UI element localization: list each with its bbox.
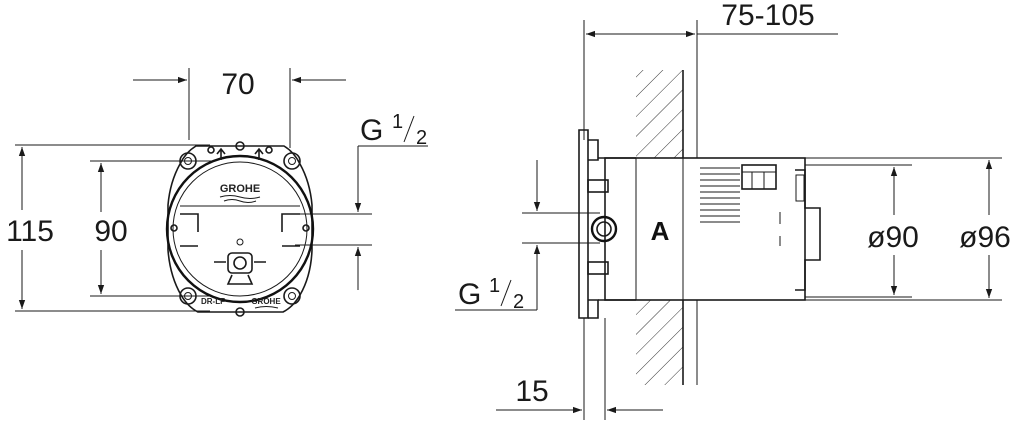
front-view: 70 115 90 G 1 2 <box>6 68 428 317</box>
flange-label: 15 <box>515 375 548 408</box>
wall-section <box>636 70 698 385</box>
height-inner-label: 90 <box>94 215 127 248</box>
thread-side-g: G <box>458 278 481 311</box>
dimension-height-outer: 115 <box>6 144 210 312</box>
ribbed-section <box>700 164 777 223</box>
brand-logo-text: GROHE <box>220 183 260 195</box>
dimension-thread-front: G 1 2 <box>295 111 428 290</box>
diameter-outer-label: ø96 <box>959 221 1011 254</box>
body-mark: A <box>651 216 670 246</box>
width-label: 70 <box>221 68 254 101</box>
thread-front-g: G <box>360 114 383 147</box>
diameter-inner-label: ø90 <box>867 221 919 254</box>
thread-front-den: 2 <box>416 127 427 149</box>
depth-label: 75-105 <box>721 0 814 32</box>
thread-front-num: 1 <box>392 111 403 133</box>
dimension-diameter-inner: ø90 <box>805 164 919 298</box>
valve-body-front: GROHE DR-LF GROHE <box>165 141 315 317</box>
dimension-depth: 75-105 <box>583 0 838 140</box>
dimension-thread-side: G 1 2 <box>455 160 600 313</box>
dimension-diameter-outer: ø96 <box>697 157 1011 301</box>
marking-right: GROHE <box>251 297 281 306</box>
thread-side-den: 2 <box>513 291 524 313</box>
valve-body-side: A <box>590 157 821 301</box>
dimension-flange: 15 <box>496 318 663 420</box>
height-outer-label: 115 <box>6 215 54 248</box>
side-view: 75-105 15 G 1 2 ø90 <box>455 0 1011 420</box>
marking-left: DR-LF <box>201 297 225 306</box>
thread-side-num: 1 <box>489 275 500 297</box>
dimension-width: 70 <box>133 68 346 148</box>
